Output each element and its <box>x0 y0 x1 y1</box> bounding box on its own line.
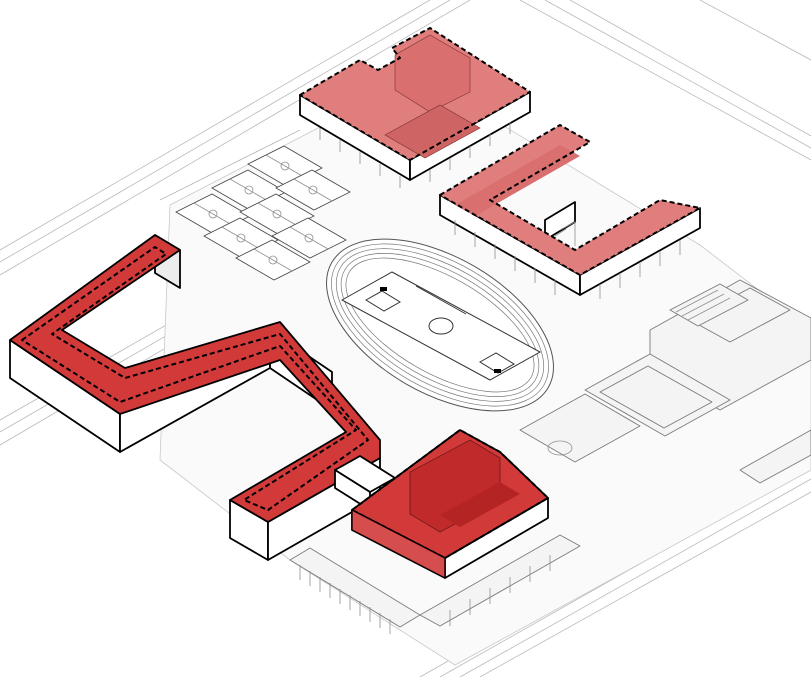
east-block <box>519 279 811 484</box>
colonnade-south <box>289 534 581 634</box>
north-l-wing <box>439 124 701 299</box>
teaching-block-zigzag <box>9 234 381 561</box>
running-track <box>326 238 554 412</box>
basketball-court <box>271 217 347 259</box>
north-hall <box>299 27 531 188</box>
basketball-court <box>235 239 311 281</box>
teaching-block-center <box>351 429 549 579</box>
basketball-court <box>275 169 351 211</box>
football-pitch <box>340 271 542 381</box>
basketball-courts <box>175 145 351 281</box>
